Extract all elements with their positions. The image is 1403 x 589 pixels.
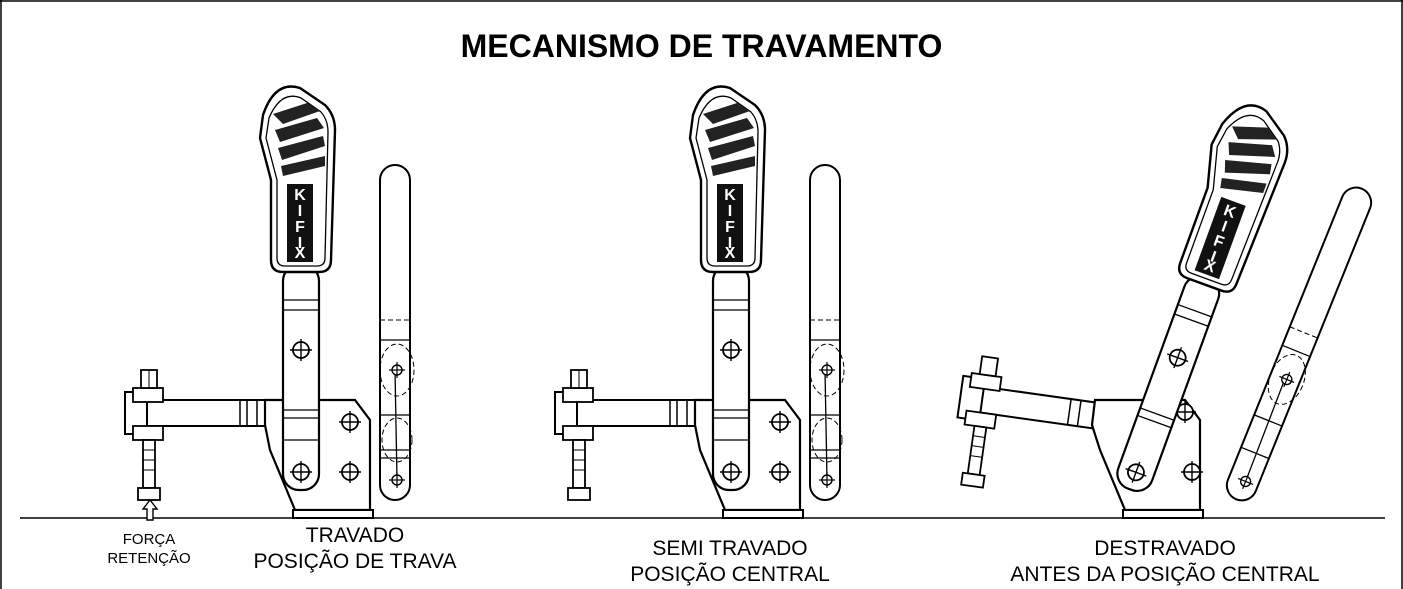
force-label-line1: FORÇA [122,531,176,548]
force-label: FORÇA RETENÇÃO [88,530,210,568]
caption-locked-description: POSIÇÃO DE TRAVA [253,550,457,573]
caption-semi-locked-name: SEMI TRAVADO [652,537,808,560]
caption-unlocked: DESTRAVADO ANTES DA POSIÇÃO CENTRAL [980,536,1350,588]
svg-text:I: I [1219,218,1229,235]
caption-unlocked-name: DESTRAVADO [1094,537,1236,560]
caption-locked: TRAVADO POSIÇÃO DE TRAVA [225,523,485,575]
page-title: MECANISMO DE TRAVAMENTO [460,28,943,64]
clamp-semi-locked-illustration [555,87,844,518]
force-label-line2: RETENÇÃO [107,550,191,567]
clamp-unlocked-illustration: K I F I X [956,104,1373,519]
clamp-locked-illustration [125,87,414,518]
force-arrow-icon [141,498,159,521]
caption-semi-locked-description: POSIÇÃO CENTRAL [630,563,830,586]
caption-unlocked-description: ANTES DA POSIÇÃO CENTRAL [1010,563,1320,586]
svg-text:I: I [1208,249,1218,266]
caption-semi-locked: SEMI TRAVADO POSIÇÃO CENTRAL [600,536,860,588]
caption-locked-name: TRAVADO [305,524,405,547]
